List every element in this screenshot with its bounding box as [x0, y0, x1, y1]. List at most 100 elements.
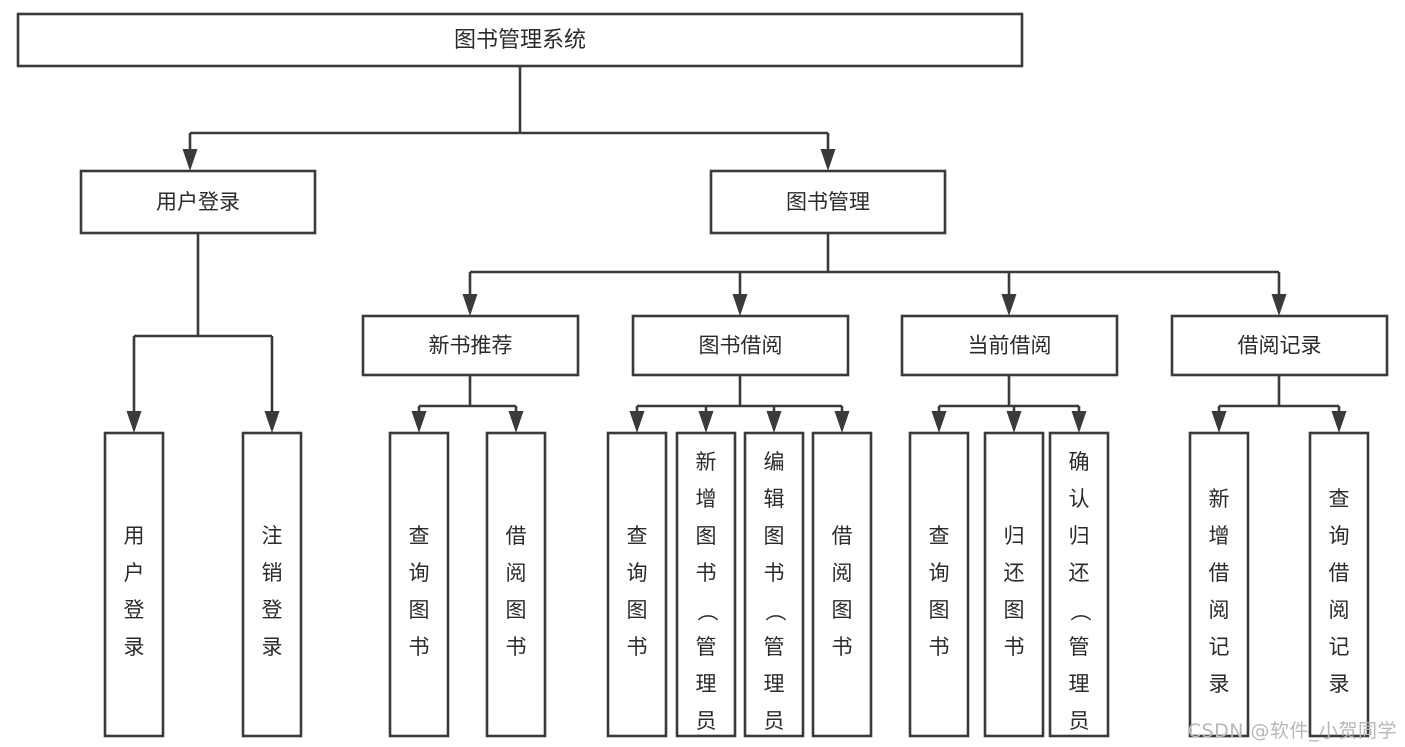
arrow-head — [732, 294, 748, 316]
arrow-head — [698, 411, 714, 433]
node-box[interactable] — [606, 431, 668, 738]
leaf-label-char: 销 — [262, 561, 283, 585]
leaf-label-char: 书 — [696, 561, 717, 585]
arrow-head — [1331, 411, 1347, 433]
node-label: 新书推荐 — [429, 334, 513, 358]
node-l3-node-e5bd93e5898de5809fe99885[interactable]: 当前借阅 — [900, 314, 1119, 377]
node-label: 当前借阅 — [968, 334, 1052, 358]
arrow-head — [411, 411, 427, 433]
leaf-label-char: 询 — [627, 561, 648, 585]
leaf-label-char: 记 — [1209, 635, 1230, 659]
arrow-head — [264, 411, 280, 433]
arrow-head — [462, 294, 478, 316]
leaf-label-char: 询 — [1329, 524, 1350, 548]
leaf-label-char: 书 — [832, 635, 853, 659]
leaf-label-char: 书 — [409, 635, 430, 659]
node-box[interactable] — [1170, 314, 1389, 377]
leaf-label-char: 阅 — [1209, 598, 1230, 622]
arrow-head — [820, 149, 836, 171]
leaf-label-char: 阅 — [506, 561, 527, 585]
arrow-head — [766, 411, 782, 433]
leaf-label-char: 理 — [1069, 672, 1090, 696]
leaf-label-char: 录 — [1209, 672, 1230, 696]
node-l2-node-e794a8e688b7e799bbe5bd95[interactable]: 用户登录 — [79, 169, 317, 235]
node-box[interactable] — [16, 12, 1024, 68]
leaf-label-char: 录 — [262, 635, 283, 659]
node-box[interactable] — [743, 431, 805, 738]
connector-borrow-bus — [629, 375, 850, 433]
leaf-label-char: 认 — [1069, 487, 1090, 511]
connector-book-mgmt-bus — [462, 233, 1287, 316]
node-box[interactable] — [983, 431, 1045, 738]
leaf-label-char: 询 — [409, 561, 430, 585]
leaf-label-char: 书 — [1004, 635, 1025, 659]
node-box[interactable] — [361, 314, 580, 377]
node-l3-node-e696b0e4b9a6e68ea8e88d90[interactable]: 新书推荐 — [361, 314, 580, 377]
leaf-label-char: 新 — [696, 450, 717, 474]
leaf-label-char: 户 — [124, 561, 145, 585]
leaf-label-char: 书 — [506, 635, 527, 659]
leaf-label-char: 书 — [627, 635, 648, 659]
node-box[interactable] — [675, 431, 737, 738]
node-box[interactable] — [709, 169, 947, 235]
leaf-label-char: 辑 — [764, 487, 785, 511]
leaf-label-char: 图 — [929, 598, 950, 622]
node-box[interactable] — [811, 431, 873, 738]
leaf-label-char: 查 — [1329, 487, 1350, 511]
leaf-node-e794a8e688b7e799bbe5bd95[interactable]: 用户登录 — [103, 431, 165, 738]
node-box[interactable] — [485, 431, 547, 738]
arrow-head — [1001, 294, 1017, 316]
node-l3-node-e59bbee4b9a6e5809fe99885[interactable]: 图书借阅 — [631, 314, 850, 377]
nodes-layer: 图书管理系统用户登录图书管理新书推荐图书借阅当前借阅借阅记录用户登录注销登录查询… — [16, 12, 1389, 747]
node-box[interactable] — [1048, 431, 1110, 738]
node-box[interactable] — [79, 169, 317, 235]
leaf-label-char: 图 — [627, 598, 648, 622]
leaf-label-char: 借 — [506, 524, 527, 548]
leaf-label-char: 理 — [764, 672, 785, 696]
node-box[interactable] — [241, 431, 303, 738]
node-box[interactable] — [388, 431, 450, 738]
leaf-label-char: 记 — [1329, 635, 1350, 659]
leaf-label-char: 理 — [696, 672, 717, 696]
node-box[interactable] — [631, 314, 850, 377]
node-box[interactable] — [1188, 431, 1250, 738]
node-root-node-e59bbee4b9a6e7aea1e79086[interactable]: 图书管理系统 — [16, 12, 1024, 68]
leaf-label: 用户登录 — [124, 524, 145, 659]
node-box[interactable] — [908, 431, 970, 738]
leaf-label-char: 登 — [124, 598, 145, 622]
node-label: 图书借阅 — [699, 334, 783, 358]
node-box[interactable] — [900, 314, 1119, 377]
leaf-label-char: 员 — [696, 709, 717, 733]
leaf-label-char: 阅 — [832, 561, 853, 585]
leaf-label-char: 确 — [1069, 450, 1090, 474]
arrow-head — [1211, 411, 1227, 433]
leaf-label-char: 借 — [1209, 561, 1230, 585]
node-label: 图书管理 — [786, 190, 870, 214]
leaf-label-char: 新 — [1209, 487, 1230, 511]
connector-user-login-bus — [126, 233, 280, 433]
node-l3-node-e5809fe99885e8aeb0e5bd95[interactable]: 借阅记录 — [1170, 314, 1389, 377]
node-box[interactable] — [1308, 431, 1370, 738]
node-box[interactable] — [103, 431, 165, 738]
leaf-label-char: 图 — [409, 598, 430, 622]
leaf-label-char: 录 — [1329, 672, 1350, 696]
node-l2-node-e59bbee4b9a6e7aea1e79086[interactable]: 图书管理 — [709, 169, 947, 235]
edges-layer — [126, 66, 1347, 433]
arrow-head — [629, 411, 645, 433]
